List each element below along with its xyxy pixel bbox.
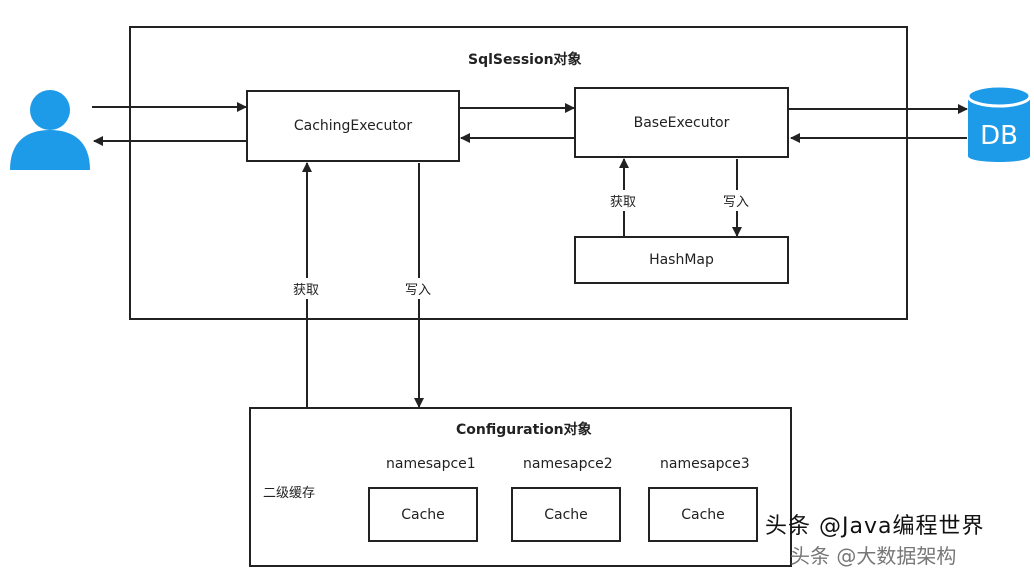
watermark-line-1: 头条 @Java编程世界 [765, 514, 985, 539]
edge-label-config-get: 获取 [291, 278, 322, 299]
db-label: DB [980, 121, 1018, 151]
edge-label-config-put: 写入 [403, 278, 434, 299]
cache-box-2: Cache [511, 487, 621, 542]
cache-label-3: Cache [681, 506, 725, 523]
second-level-cache-label: 二级缓存 [263, 486, 316, 501]
watermark-line-2: 头条 @大数据架构 [790, 544, 957, 568]
cache-label-1: Cache [401, 506, 445, 523]
hashmap-label: HashMap [649, 252, 714, 268]
configuration-title: Configuration对象 [456, 422, 592, 438]
user-icon [10, 90, 90, 170]
sqlsession-title: SqlSession对象 [468, 52, 582, 68]
namespace-label-1: namesapce1 [386, 456, 476, 472]
cache-label-2: Cache [544, 506, 588, 523]
caching-executor-label: CachingExecutor [293, 118, 413, 134]
caching-executor-box: CachingExecutor [246, 90, 460, 162]
base-executor-label: BaseExecutor [633, 114, 730, 131]
namespace-label-3: namesapce3 [660, 456, 750, 472]
namespace-label-2: namesapce2 [523, 456, 613, 472]
database-icon: DB [966, 84, 1032, 162]
cache-box-1: Cache [368, 487, 478, 542]
cache-box-3: Cache [648, 487, 758, 542]
sqlsession-frame [129, 26, 908, 320]
base-executor-box: BaseExecutor [574, 87, 789, 158]
edge-label-base-get: 获取 [608, 190, 639, 211]
hashmap-box: HashMap [574, 236, 789, 284]
edge-label-base-put: 写入 [721, 190, 752, 211]
